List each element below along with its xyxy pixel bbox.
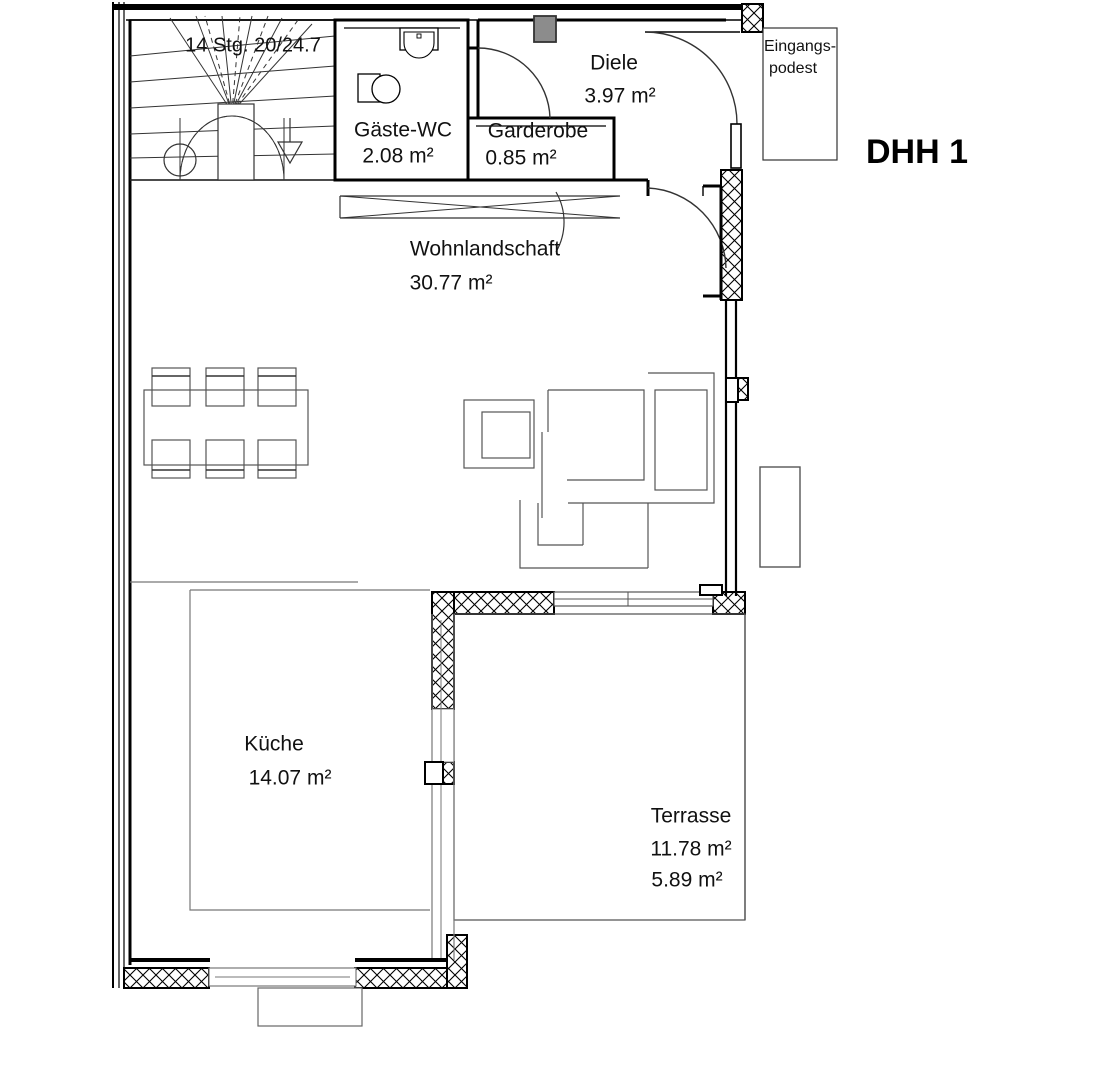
entrance-platform-label-1: Eingangs- — [764, 38, 836, 55]
lounge-furniture — [463, 372, 715, 569]
room-kueche: Küche 14.07 m² — [130, 589, 447, 1027]
dining-set — [143, 367, 309, 479]
room-label-diele: Diele — [590, 52, 638, 75]
stairs-note: 14 Stg. 20/24.7 — [185, 34, 321, 56]
meter-box-icon — [533, 15, 557, 43]
room-area-wohnlandschaft: 30.77 m² — [410, 272, 493, 295]
room-area-gaeste-wc: 2.08 m² — [362, 145, 433, 168]
room-area-diele: 3.97 m² — [584, 85, 655, 108]
room-area-terrasse: 11.78 m² — [650, 838, 731, 861]
entrance-platform-label-2: podest — [769, 60, 818, 77]
room-gaeste-wc: Gäste-WC 2.08 m² — [333, 18, 470, 182]
room-area-kueche: 14.07 m² — [249, 767, 332, 790]
room-label-wohnlandschaft: Wohnlandschaft — [410, 238, 560, 261]
building-shell — [112, 2, 742, 988]
room-label-garderobe: Garderobe — [488, 120, 588, 143]
entrance-platform: Eingangs- podest — [762, 27, 838, 161]
room-diele: Diele 3.97 m² — [466, 15, 742, 300]
room-garderobe: Garderobe 0.85 m² — [466, 116, 616, 182]
room-label-kueche: Küche — [244, 733, 304, 756]
room-wohnlandschaft: Wohnlandschaft 30.77 m² — [130, 195, 739, 596]
staircase: 14 Stg. 20/24.7 — [129, 15, 336, 181]
room-area-garderobe: 0.85 m² — [485, 147, 556, 170]
room-terrasse: Terrasse 11.78 m² 5.89 m² — [424, 584, 746, 960]
room-label-gaeste-wc: Gäste-WC — [354, 119, 452, 142]
room-area2-terrasse: 5.89 m² — [651, 869, 722, 892]
room-label-terrasse: Terrasse — [651, 805, 732, 828]
exterior-step — [257, 987, 363, 1027]
outdoor-element — [759, 466, 801, 568]
plan-title: DHH 1 — [866, 133, 968, 171]
